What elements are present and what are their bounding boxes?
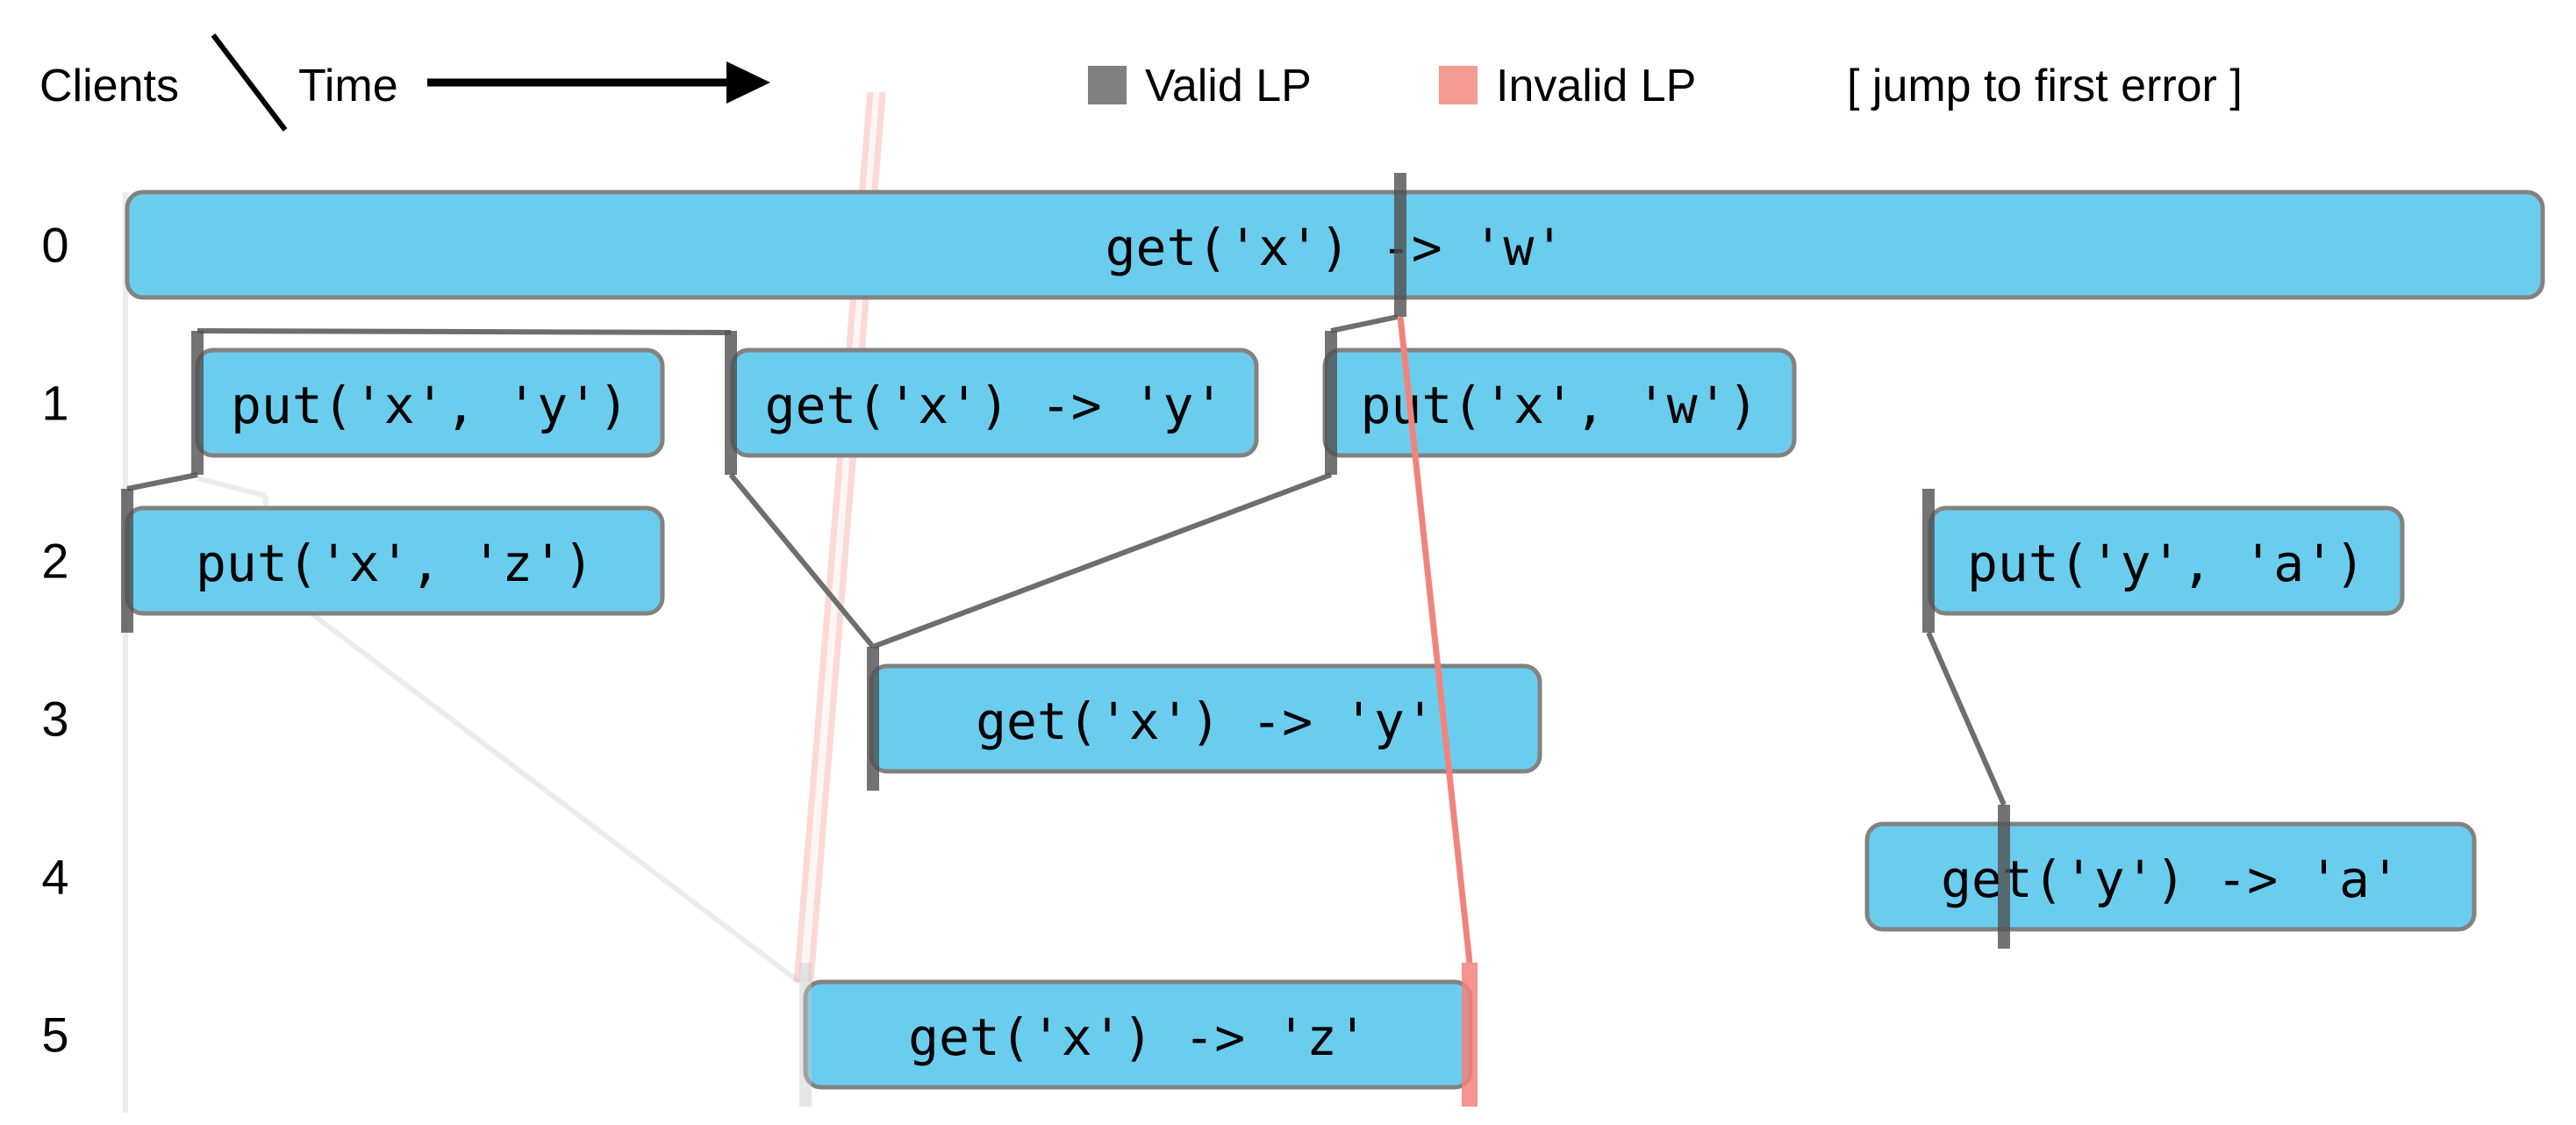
operation-bar[interactable] xyxy=(1864,821,2477,932)
operation-label: get('x') -> 'w' xyxy=(1106,218,1565,277)
valid-lp-label: Valid LP xyxy=(1145,61,1312,111)
linearization-point-ticks xyxy=(121,173,2010,1107)
client-row-label: 4 xyxy=(41,849,68,905)
faint-lp-tick xyxy=(799,963,812,1107)
operation-label: put('x', 'z') xyxy=(196,534,594,593)
valid-lp-tick xyxy=(1922,489,1935,633)
operation-bars: get('x') -> 'w' put('x', 'y') get('x') -> … xyxy=(125,190,2545,1090)
valid-lp-tick xyxy=(1325,331,1337,475)
invalid-lp-label: Invalid LP xyxy=(1496,61,1696,111)
invalid-lp-link-line xyxy=(1397,316,1473,964)
linearization-lines xyxy=(126,314,2007,964)
operation-label: put('y', 'a') xyxy=(1967,534,2365,593)
invalid-lp-tick xyxy=(1462,963,1478,1107)
clients-axis-label: Clients xyxy=(39,61,179,111)
operation-label: get('x') -> 'z' xyxy=(908,1007,1368,1067)
valid-lp-tick xyxy=(1394,173,1406,317)
faint-gray-link-line xyxy=(264,577,801,985)
client-row-label: 1 xyxy=(41,376,68,431)
valid-lp-link-line xyxy=(1330,314,1399,333)
valid-lp-tick xyxy=(121,489,133,633)
valid-lp-link-line xyxy=(126,472,198,491)
operation-bar[interactable] xyxy=(125,190,2545,300)
operation-label: get('x') -> 'y' xyxy=(765,376,1225,435)
client-row-label: 5 xyxy=(41,1007,68,1063)
client-row-label: 0 xyxy=(41,218,68,273)
operation-label: put('x', 'w') xyxy=(1361,376,1759,435)
invalid-lp-swatch xyxy=(1439,66,1478,104)
time-arrow-icon xyxy=(427,61,770,104)
axis-backslash-icon xyxy=(211,33,288,132)
valid-lp-tick xyxy=(867,647,879,791)
operation-label: put('x', 'y') xyxy=(231,376,629,435)
jump-to-first-error-link[interactable]: [ jump to first error ] xyxy=(1847,61,2243,111)
valid-lp-link-line xyxy=(728,473,876,648)
valid-lp-link-line xyxy=(197,328,732,335)
operation-label: get('x') -> 'y' xyxy=(976,691,1435,751)
valid-lp-tick xyxy=(191,331,204,475)
valid-lp-tick xyxy=(725,331,737,475)
valid-lp-swatch xyxy=(1088,66,1127,104)
client-row-label: 3 xyxy=(41,691,68,747)
time-axis-label: Time xyxy=(298,61,398,111)
client-row-labels: 0 1 2 3 4 5 xyxy=(41,218,68,1063)
valid-lp-link-line xyxy=(1926,631,2007,806)
valid-lp-tick xyxy=(1998,805,2010,949)
operation-label: get('y') -> 'a' xyxy=(1941,849,2401,909)
valid-lp-link-line xyxy=(871,472,1333,649)
client-row-label: 2 xyxy=(41,534,68,589)
faint-gray-link-line xyxy=(197,476,267,498)
